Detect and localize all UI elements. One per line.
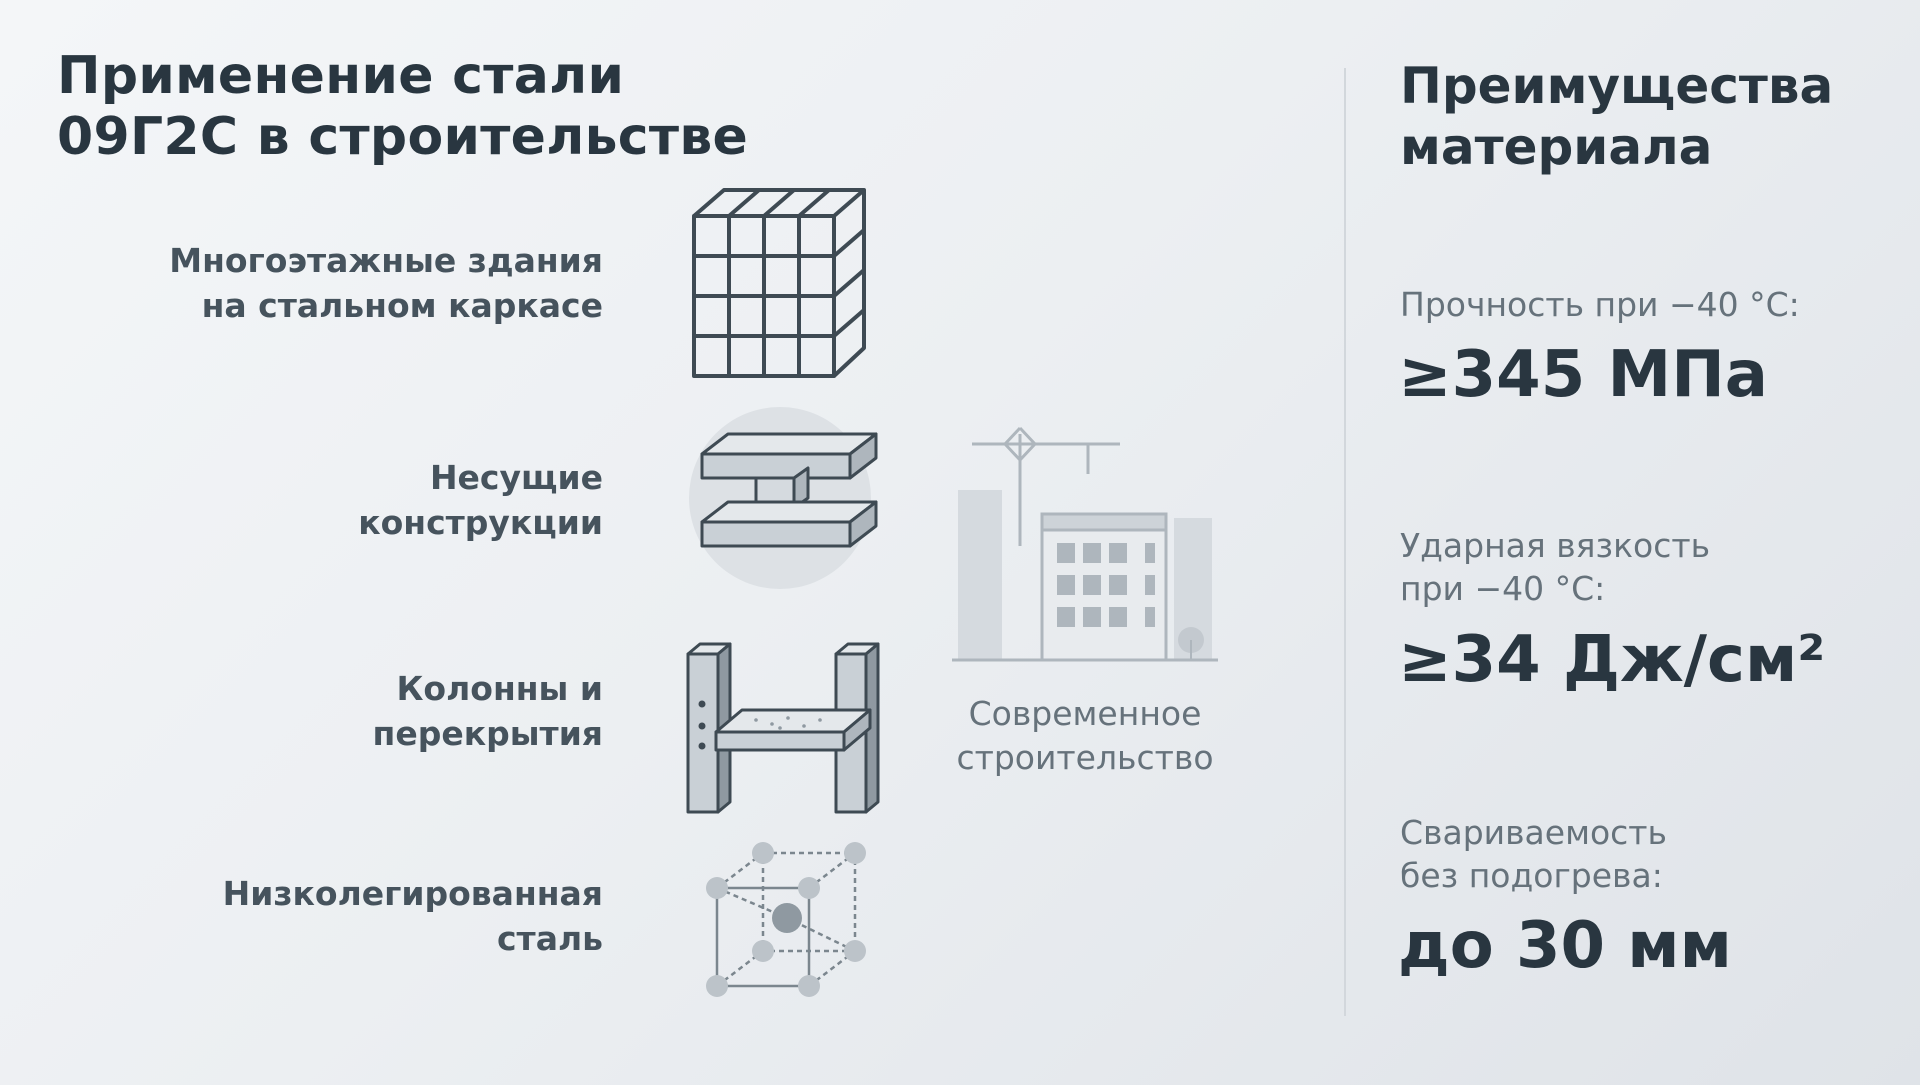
application-label-columns: Колонны и перекрытия: [43, 666, 603, 756]
application-label-line: сталь: [497, 919, 603, 958]
columns-slab-icon: [686, 642, 880, 814]
application-label-line: на стальном каркасе: [201, 286, 603, 325]
column-divider: [1344, 68, 1346, 1016]
modern-caption-line: строительство: [956, 738, 1214, 777]
weldability-label-line: Свариваемость: [1400, 813, 1667, 852]
i-beam-icon: [689, 407, 878, 589]
page-title-line-1: Применение стали: [57, 46, 625, 106]
modern-caption-line: Современное: [968, 694, 1202, 733]
advantages-title: Преимущества материала: [1400, 56, 1833, 178]
building-frame-icon: [692, 188, 866, 378]
construction-site-icon: [952, 426, 1218, 662]
impact-toughness-label: Ударная вязкость при −40 °C:: [1400, 524, 1710, 610]
crystal-lattice-icon: [706, 842, 866, 997]
application-label-line: Низколегированная: [222, 874, 603, 913]
weldability-label: Свариваемость без подогрева:: [1400, 811, 1667, 897]
strength-value: ≥345 МПа: [1398, 338, 1768, 412]
application-label-line: Колонны и: [396, 669, 603, 708]
strength-label: Прочность при −40 °C:: [1400, 283, 1800, 326]
application-label-line: перекрытия: [372, 714, 603, 753]
impact-toughness-label-line: при −40 °C:: [1400, 569, 1606, 608]
page-title-line-2: 09Г2С в строительстве: [57, 107, 749, 167]
application-label-line: Многоэтажные здания: [169, 241, 603, 280]
weldability-value: до 30 мм: [1398, 909, 1732, 983]
modern-construction-caption: Современное строительство: [930, 692, 1240, 780]
strength-label-line: Прочность при −40 °C:: [1400, 285, 1800, 324]
advantages-title-line: материала: [1400, 118, 1713, 176]
advantages-title-line: Преимущества: [1400, 57, 1834, 115]
application-label-line: конструкции: [358, 503, 603, 542]
impact-toughness-value: ≥34 Дж/см²: [1398, 623, 1826, 697]
application-label-load-bearing: Несущие конструкции: [43, 455, 603, 545]
application-label-low-alloy: Низколегированная сталь: [43, 871, 603, 961]
application-label-line: Несущие: [429, 458, 603, 497]
impact-toughness-label-line: Ударная вязкость: [1400, 526, 1711, 565]
application-label-buildings: Многоэтажные здания на стальном каркасе: [43, 238, 603, 328]
weldability-label-line: без подогрева:: [1400, 856, 1663, 895]
page-title: Применение стали 09Г2С в строительстве: [57, 46, 748, 168]
